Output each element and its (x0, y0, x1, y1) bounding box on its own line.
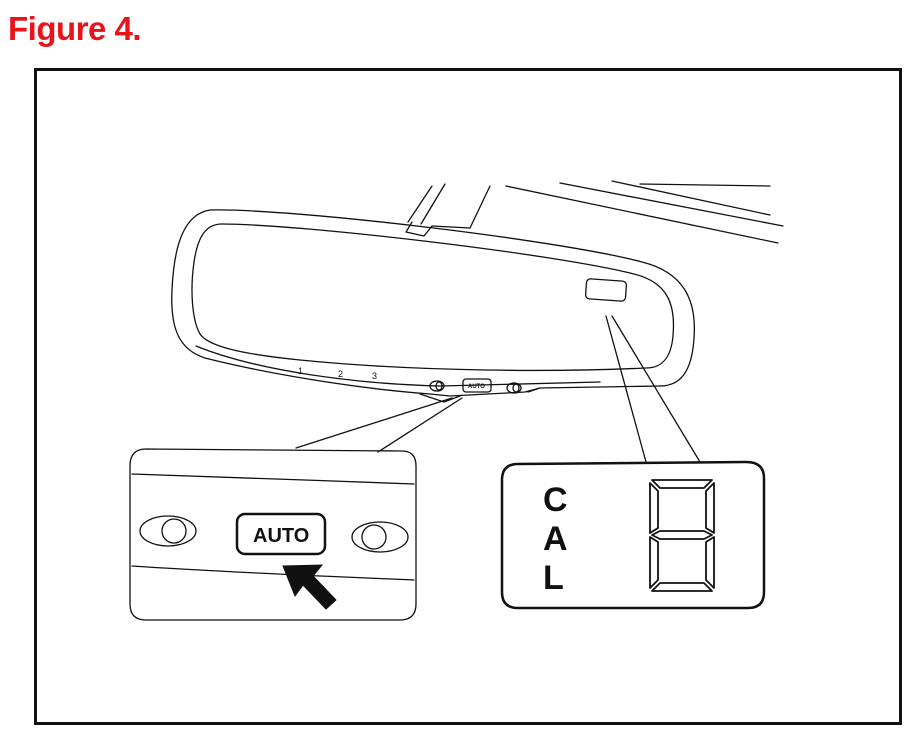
mirror-glass (191, 223, 675, 372)
auto-callout-box (129, 448, 417, 621)
segment-c (705, 536, 715, 589)
oval-button-icon (512, 383, 520, 393)
mirror-auto-button[interactable] (462, 378, 492, 393)
display-letter-l: L (543, 559, 564, 597)
diagram-frame (34, 68, 902, 725)
callout-right-button[interactable] (351, 521, 409, 553)
mirror-preset-3: 3 (372, 371, 377, 381)
mirror-display-window (584, 278, 628, 302)
segment-d (651, 582, 713, 592)
callout-auto-label: AUTO (253, 525, 309, 547)
segment-f (649, 482, 659, 534)
mirror-mount (405, 221, 471, 237)
display-callout-leader (605, 315, 701, 463)
display-callout-box (500, 460, 766, 610)
display-letter-c: C (543, 481, 568, 519)
mirror-right-button[interactable] (506, 382, 522, 394)
oval-button-icon (435, 381, 443, 391)
segment-a (651, 479, 713, 489)
auto-callout-leader (295, 397, 463, 453)
segment-e (649, 536, 659, 589)
oval-button-icon (161, 518, 187, 544)
mirror-left-button[interactable] (429, 380, 445, 392)
mirror-preset-1: 1 (298, 366, 303, 376)
mirror-preset-2: 2 (338, 369, 343, 379)
seven-segment-digit-icon (649, 479, 715, 592)
callout-auto-button[interactable] (235, 512, 327, 556)
callout-left-button[interactable] (139, 515, 197, 547)
mirror-auto-label: AUTO (468, 384, 485, 390)
mirror-bezel (195, 345, 601, 387)
oval-button-icon (361, 524, 387, 550)
arrow-pointer-icon (282, 564, 337, 610)
windshield-lines (407, 180, 784, 244)
figure-title: Figure 4. (8, 10, 142, 47)
segment-g (651, 530, 713, 540)
segment-b (705, 482, 715, 534)
mirror-housing (171, 209, 696, 397)
display-letter-a: A (543, 520, 568, 558)
